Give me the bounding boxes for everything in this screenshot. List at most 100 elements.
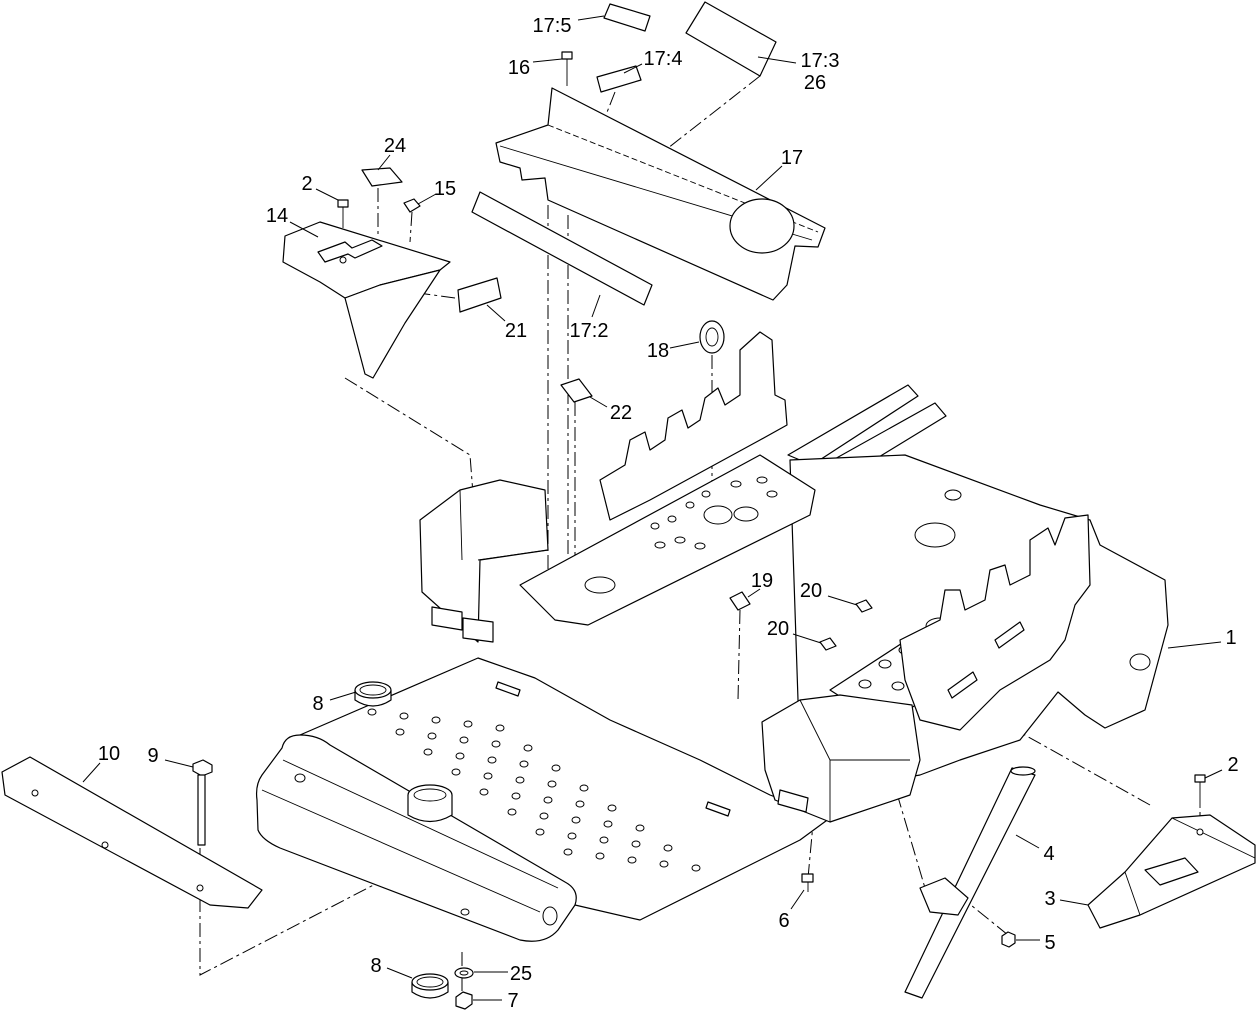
deck-hole: [650, 522, 660, 530]
plate-10-hole: [101, 841, 109, 849]
floor-hole: [599, 836, 609, 844]
leader-17-4: [623, 63, 643, 74]
deck-hole: [733, 506, 759, 522]
leader-3: [1059, 899, 1089, 906]
leader-16: [532, 58, 563, 63]
callout-17-3: 17:3: [801, 50, 840, 72]
callout-7: 7: [507, 990, 518, 1012]
callout-6: 6: [778, 910, 789, 932]
floor-hole: [635, 824, 645, 832]
fuel-neck-inner: [413, 788, 447, 802]
clip-20-lower: [819, 637, 837, 651]
deck-hole: [667, 515, 677, 523]
decal-24: [361, 167, 403, 187]
tube-clamp: [919, 877, 969, 916]
clip-15: [403, 198, 421, 213]
bolt-2-right: [1194, 774, 1206, 808]
bracket-3-hole: [1196, 828, 1204, 836]
floor-hole: [511, 792, 521, 800]
deck-hole: [703, 505, 733, 525]
spacer-inner: [416, 976, 444, 988]
deck-hole: [766, 490, 778, 498]
decal-17-5: [603, 3, 651, 32]
frame-hole-rear: [1129, 653, 1151, 671]
floor-hole: [607, 804, 617, 812]
bolt-head-icon: [801, 873, 814, 883]
leader-21: [486, 304, 506, 322]
leader-10: [82, 762, 101, 783]
leader-1: [1167, 641, 1222, 649]
floor-hole: [519, 760, 529, 768]
floor-hole: [523, 744, 533, 752]
plate-10-body: [1, 756, 263, 909]
bolt-head-icon: [337, 199, 349, 208]
callout-19: 19: [751, 570, 773, 592]
leader-8-lower: [386, 967, 413, 979]
decal-21: [457, 277, 502, 313]
bumper-edge: [261, 759, 559, 913]
callout-17-4: 17:4: [644, 48, 683, 70]
callout-26: 26: [804, 72, 826, 94]
grommet-inner: [705, 327, 719, 347]
nut-7: [455, 991, 473, 1010]
floor-hole: [455, 752, 465, 760]
plate-10-hole: [196, 884, 204, 892]
leader-8-upper: [329, 691, 357, 701]
floor-hole: [603, 820, 613, 828]
frame-decal-right: [462, 617, 494, 643]
floor-hole: [595, 852, 605, 860]
leader-18: [669, 341, 700, 349]
cover-panel-hole: [729, 198, 795, 254]
assembly-line-15: [409, 211, 413, 243]
floor-hole: [399, 712, 409, 720]
nut-5: [1001, 931, 1016, 948]
bracket-14-flap: [344, 269, 441, 379]
floor-hole: [631, 840, 641, 848]
deck-hole: [654, 541, 666, 549]
floor-hole: [427, 732, 437, 740]
assembly-line-19: [737, 609, 741, 701]
bumper-channel: [255, 734, 577, 942]
bracket-3-fold: [1124, 817, 1256, 916]
floor-hole: [507, 808, 517, 816]
bolt-shank: [197, 774, 206, 846]
front-box-decal: [777, 789, 809, 813]
leader-15: [417, 193, 437, 205]
callout-2: 2: [301, 173, 312, 195]
decal-17-2: [471, 191, 653, 306]
callout-9: 9: [147, 745, 158, 767]
floor-hole: [563, 848, 573, 856]
floor-hole: [575, 800, 585, 808]
spacer-8-lower: [411, 973, 449, 999]
callout-10: 10: [98, 743, 120, 765]
washer-inner: [459, 970, 469, 976]
callout-17: 17: [781, 147, 803, 169]
spacer-8-upper: [354, 681, 392, 707]
tube-4: [904, 766, 1036, 999]
leader-17: [755, 165, 783, 191]
leader-4: [1015, 834, 1040, 849]
side-plate-slot: [994, 621, 1025, 649]
deck-hole: [701, 490, 711, 498]
callout-2-right: 2: [1227, 754, 1238, 776]
floor-hole: [423, 748, 433, 756]
callout-15: 15: [434, 178, 456, 200]
callout-20-lower: 20: [767, 618, 789, 640]
floor-hole: [395, 728, 405, 736]
assembly-line-5: [939, 879, 1009, 936]
floor-slot: [495, 681, 521, 697]
floor-hole: [659, 860, 669, 868]
floor-hole: [539, 812, 549, 820]
front-bumper: [255, 734, 577, 942]
callout-22: 22: [610, 402, 632, 424]
leader-17-2: [591, 294, 601, 318]
floor-hole: [367, 708, 377, 716]
floor-hole: [483, 772, 493, 780]
frame-decal-left: [431, 606, 463, 631]
decal-17-4: [596, 65, 642, 93]
leader-24: [377, 154, 391, 171]
plate-hole: [878, 659, 892, 669]
leader-20-lower: [792, 633, 822, 644]
floor-hole: [491, 740, 501, 748]
